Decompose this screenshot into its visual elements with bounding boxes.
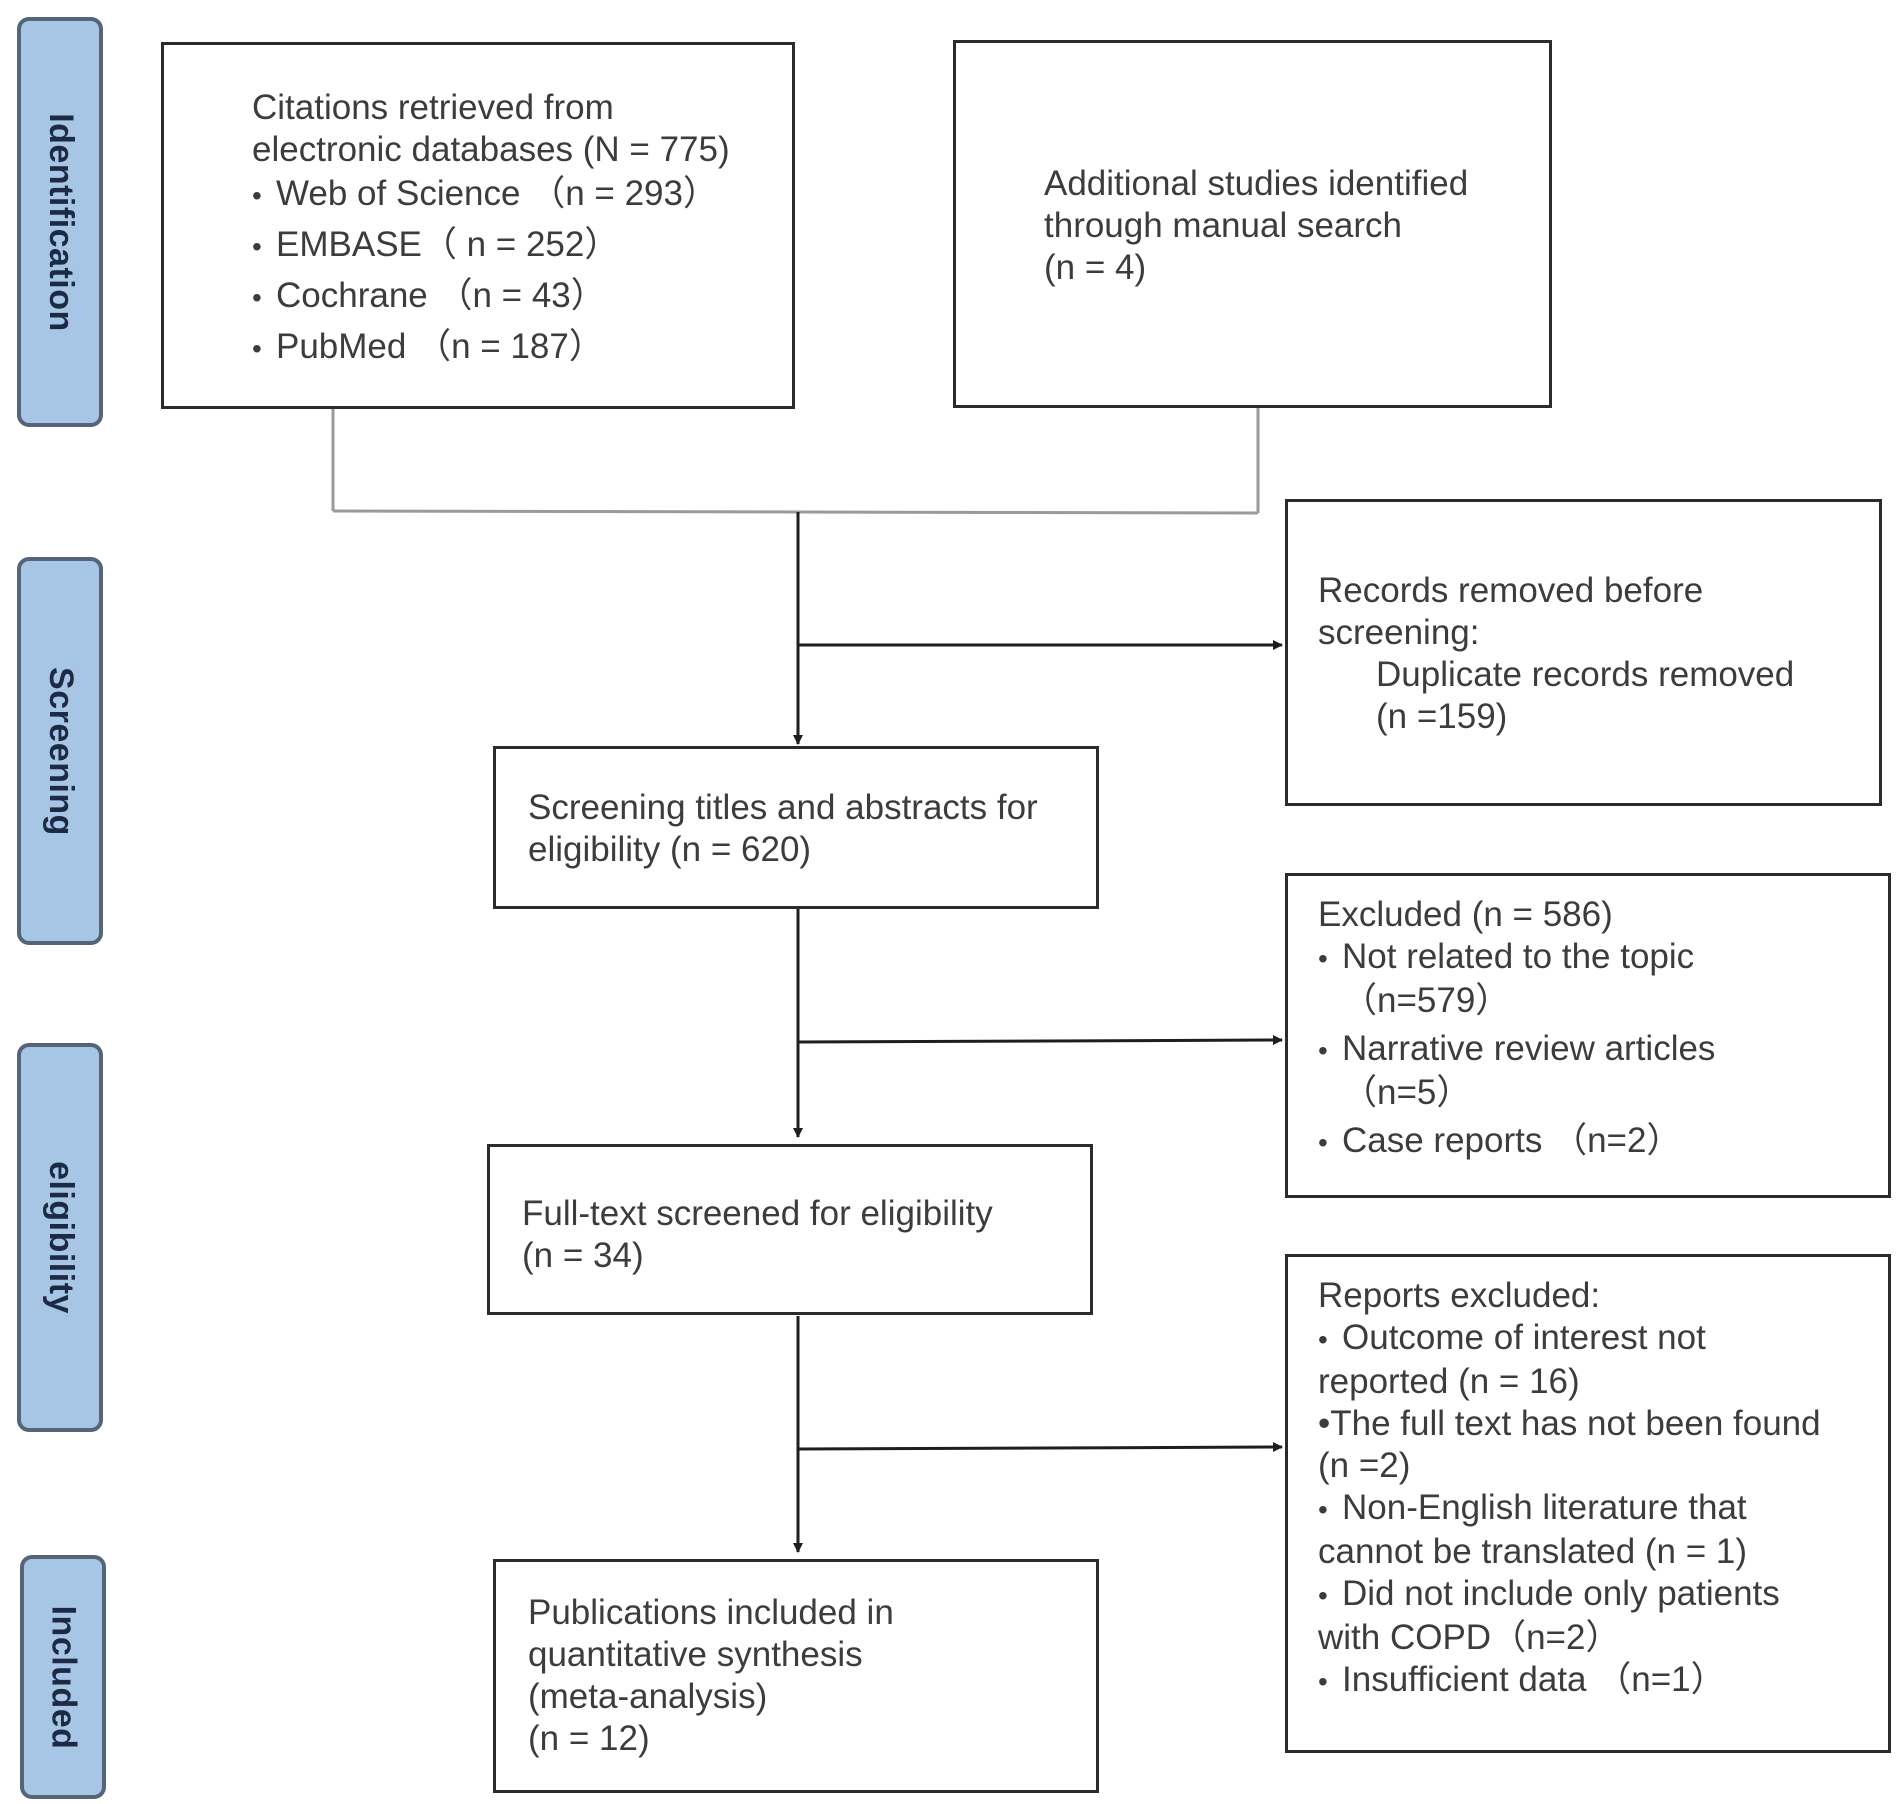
source-web-of-science: Web of Science （n = 293） xyxy=(252,173,792,217)
stage-eligibility: eligibility xyxy=(17,1043,103,1432)
included-count: (n = 12) xyxy=(528,1719,650,1758)
stage-identification-label: Identification xyxy=(41,112,80,332)
source-embase: EMBASE（ n = 252） xyxy=(252,224,792,268)
stage-screening-label: Screening xyxy=(41,666,80,836)
fulltext-count: (n = 34) xyxy=(522,1236,644,1275)
database-citations-line1: Citations retrieved from xyxy=(252,88,614,127)
fulltext-box: Full-text screened for eligibility (n = … xyxy=(487,1144,1093,1315)
reason-non-english-label: Non-English literature that xyxy=(1318,1487,1888,1531)
records-removed-line2: screening: xyxy=(1318,613,1480,652)
included-line2: quantitative synthesis xyxy=(528,1635,863,1674)
stage-screening: Screening xyxy=(17,557,103,945)
manual-search-box: Additional studies identified through ma… xyxy=(953,40,1552,408)
reports-excluded-title: Reports excluded: xyxy=(1318,1276,1601,1315)
stage-included-label: Included xyxy=(44,1605,83,1749)
screening-line1: Screening titles and abstracts for xyxy=(528,788,1038,827)
manual-search-line2: through manual search xyxy=(1044,206,1402,245)
database-citations-box: Citations retrieved from electronic data… xyxy=(161,42,795,409)
duplicates-removed-count: (n =159) xyxy=(1376,697,1508,736)
reason-outcome-count: reported (n = 16) xyxy=(1318,1362,1580,1401)
included-box: Publications included in quantitative sy… xyxy=(493,1559,1099,1793)
database-citations-line2: electronic databases (N = 775) xyxy=(252,130,730,169)
reason-fulltext-not-found-count: (n =2) xyxy=(1318,1446,1411,1485)
excluded-not-related-count: （n=579） xyxy=(1342,981,1511,1020)
reason-non-english-count: cannot be translated (n = 1) xyxy=(1318,1532,1748,1571)
connector-merge xyxy=(332,509,1259,515)
reason-insufficient-data: Insufficient data （n=1） xyxy=(1318,1659,1888,1703)
arrow-to-excluded xyxy=(797,1035,1283,1046)
reason-outcome-label: Outcome of interest not xyxy=(1318,1317,1888,1361)
manual-search-count: (n = 4) xyxy=(1044,248,1147,287)
reason-not-only-copd-count: with COPD（n=2） xyxy=(1318,1618,1621,1657)
excluded-not-related-label: Not related to the topic xyxy=(1318,936,1888,980)
included-line3: (meta-analysis) xyxy=(528,1677,768,1716)
reports-excluded-box: Reports excluded: Outcome of interest no… xyxy=(1285,1254,1891,1753)
stage-eligibility-label: eligibility xyxy=(41,1161,80,1314)
excluded-narrative-review-label: Narrative review articles xyxy=(1318,1028,1888,1072)
stage-included: Included xyxy=(20,1555,106,1799)
manual-search-line1: Additional studies identified xyxy=(1044,164,1469,203)
records-removed-box: Records removed before screening: Duplic… xyxy=(1285,499,1882,806)
screening-box: Screening titles and abstracts for eligi… xyxy=(493,746,1099,909)
excluded-title: Excluded (n = 586) xyxy=(1318,895,1613,934)
included-line1: Publications included in xyxy=(528,1593,894,1632)
source-pubmed: PubMed （n = 187） xyxy=(252,326,792,370)
stage-identification: Identification xyxy=(17,17,103,427)
excluded-box: Excluded (n = 586) Not related to the to… xyxy=(1285,873,1891,1198)
reason-not-only-copd-label: Did not include only patients xyxy=(1318,1573,1888,1617)
excluded-case-reports: Case reports （n=2） xyxy=(1318,1120,1888,1164)
screening-line2: eligibility (n = 620) xyxy=(528,830,812,869)
source-cochrane: Cochrane （n = 43） xyxy=(252,275,792,319)
records-removed-line1: Records removed before xyxy=(1318,571,1704,610)
duplicates-removed-label: Duplicate records removed xyxy=(1376,655,1795,694)
reason-fulltext-not-found-label: •The full text has not been found xyxy=(1318,1404,1821,1443)
fulltext-line1: Full-text screened for eligibility xyxy=(522,1194,993,1233)
arrow-to-reports-excluded xyxy=(797,1442,1283,1453)
excluded-narrative-review-count: （n=5） xyxy=(1342,1073,1472,1112)
database-source-list: Web of Science （n = 293） EMBASE（ n = 252… xyxy=(252,173,792,370)
